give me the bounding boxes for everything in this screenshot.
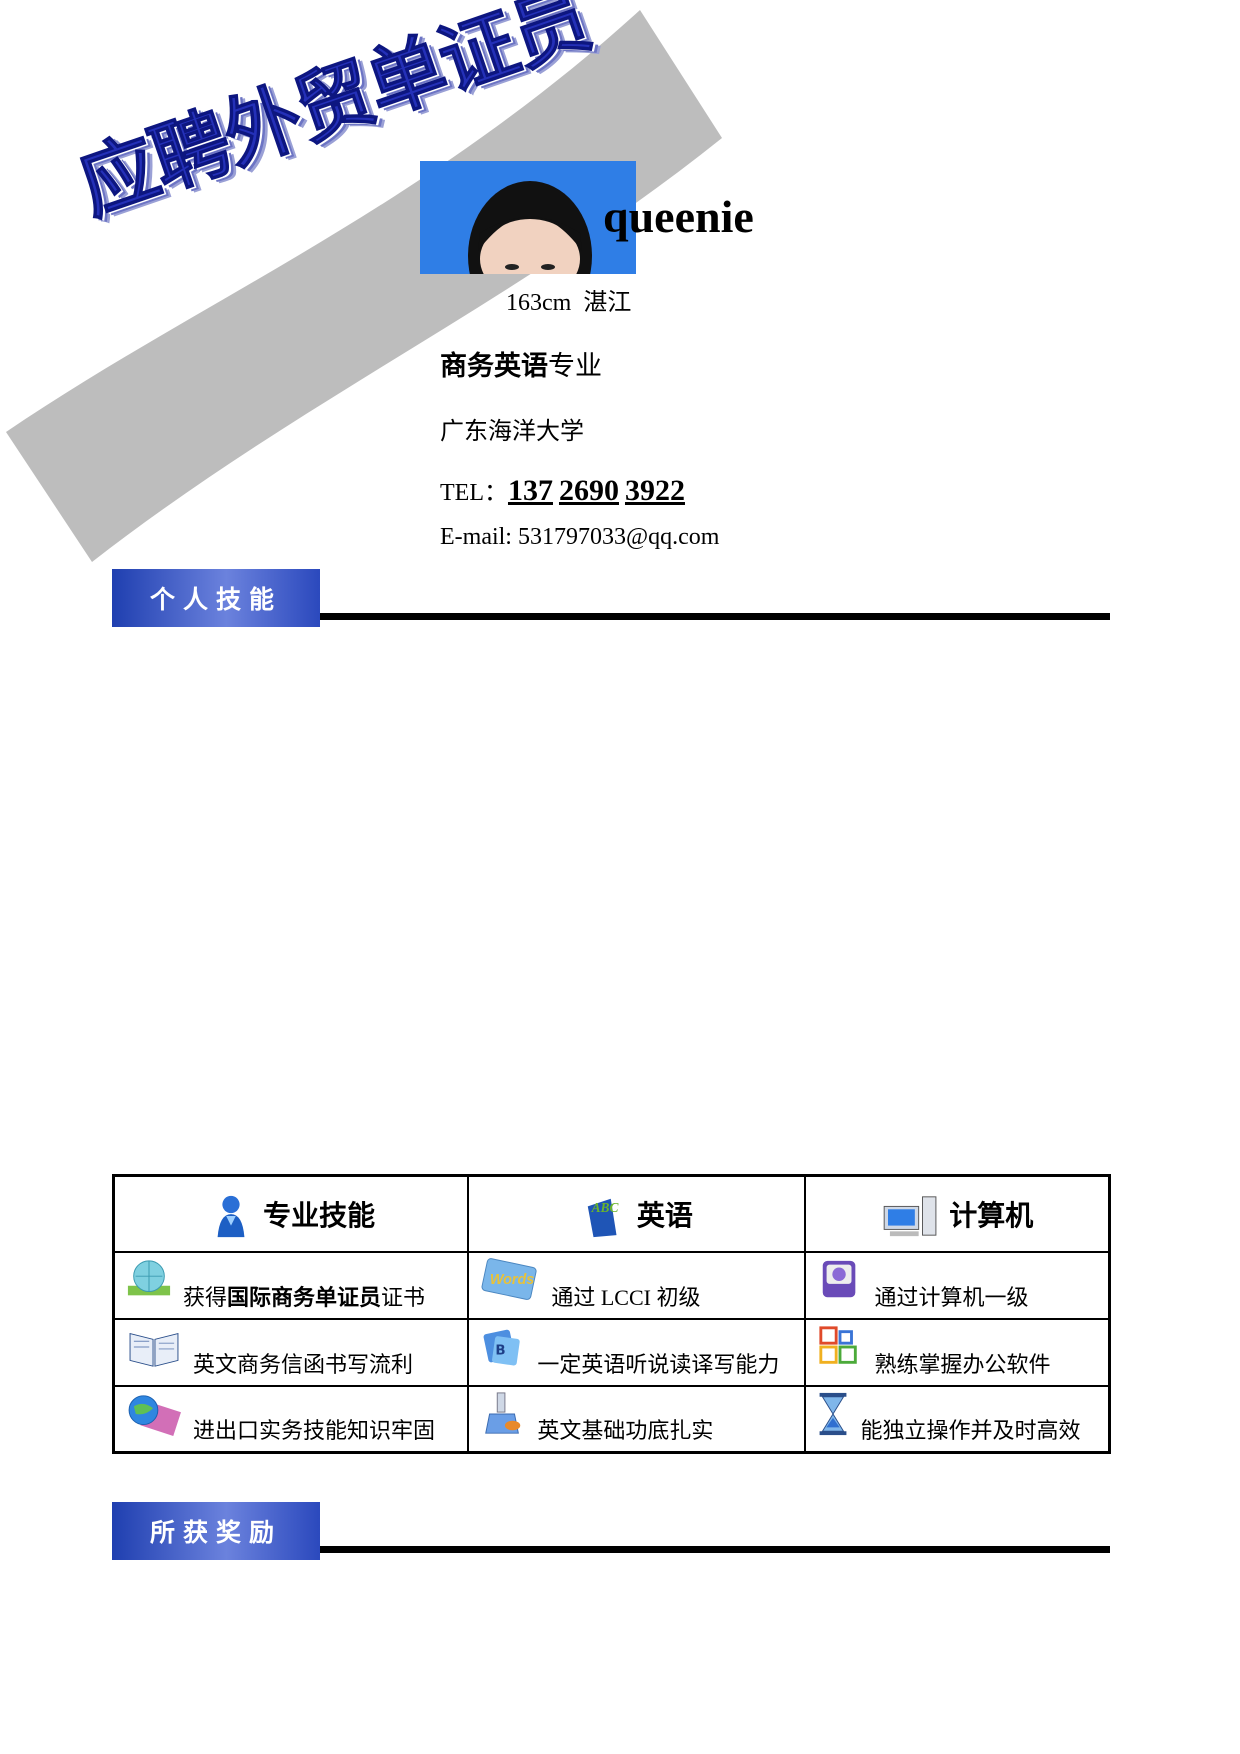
major-line: 商务英语专业 — [440, 344, 602, 383]
skill-text: 一定英语听说读译写能力 — [537, 1352, 780, 1378]
office-icon — [819, 1325, 858, 1364]
skill-cell: 英文基础功底扎实 — [467, 1384, 807, 1454]
skill-text: 证书 — [381, 1285, 426, 1311]
section-divider — [320, 613, 1110, 620]
globe-icon — [127, 1259, 171, 1295]
skill-text: 能独立操作并及时高效 — [860, 1419, 1081, 1444]
header-label: 英语 — [636, 1198, 693, 1232]
skill-text: 获得 — [183, 1285, 228, 1311]
hometown-value: 湛江 — [583, 288, 632, 316]
school-name: 广东海洋大学 — [440, 417, 584, 445]
words-icon: Words — [481, 1257, 537, 1300]
svg-text:B: B — [496, 1343, 506, 1358]
abc-book-icon: ABC — [587, 1198, 619, 1237]
skill-cell: 熟练掌握办公软件 — [804, 1317, 1111, 1387]
diagonal-banner — [6, 10, 722, 562]
phone-line: TEL：137 2690 3922 — [440, 472, 685, 508]
section-heading-skills: 个人技能 — [112, 569, 320, 627]
email-line[interactable]: E-mail: 531797033@qq.com — [440, 524, 720, 550]
phone-part[interactable]: 137 — [507, 474, 553, 507]
media-icon — [823, 1260, 856, 1297]
basic-info: 163cm 湛江 — [440, 282, 631, 317]
skill-cell: 英文商务信函书写流利 — [112, 1317, 470, 1387]
skill-cell: 能独立操作并及时高效 — [804, 1384, 1111, 1454]
major-bold: 商务英语 — [440, 351, 548, 382]
flask-icon — [485, 1391, 521, 1434]
skill-cell: 通过计算机一级 — [804, 1250, 1111, 1320]
tel-label: TEL： — [440, 480, 508, 506]
books-icon: B — [483, 1329, 521, 1365]
skill-text-bold: 国际商务单证员 — [227, 1285, 382, 1311]
height-value: 163cm — [506, 290, 572, 316]
svg-text:ABC: ABC — [590, 1200, 619, 1215]
phone-part[interactable]: 2690 — [558, 474, 619, 507]
candidate-name: queenie — [603, 191, 754, 242]
svg-text:Words: Words — [490, 1271, 534, 1287]
header-label: 计算机 — [949, 1198, 1034, 1232]
skill-text: 进出口实务技能知识牢固 — [193, 1419, 436, 1444]
header-cell-english: ABC 英语 — [467, 1174, 807, 1253]
major-suffix: 专业 — [548, 351, 602, 382]
section-divider — [320, 1546, 1110, 1553]
phone-part[interactable]: 3922 — [624, 474, 685, 507]
earth-book-icon — [128, 1394, 181, 1436]
header-cell-computer: 计算机 — [804, 1174, 1111, 1253]
open-book-icon — [129, 1332, 179, 1367]
section-heading-awards: 所获奖励 — [112, 1502, 320, 1560]
header-label: 专业技能 — [263, 1198, 376, 1232]
skill-cell: B 一定英语听说读译写能力 — [467, 1317, 807, 1387]
skills-table: 专业技能 ABC 英语 计算机 — [112, 1174, 1111, 1454]
skill-text: 通过 LCCI 初级 — [551, 1284, 701, 1310]
skill-cell: 进出口实务技能知识牢固 — [112, 1384, 470, 1454]
profile-photo — [420, 161, 636, 274]
skill-text: 英文基础功底扎实 — [537, 1419, 714, 1444]
computer-icon — [883, 1196, 937, 1236]
skill-text: 英文商务信函书写流利 — [193, 1352, 414, 1378]
header-cell-professional: 专业技能 — [112, 1174, 470, 1253]
skill-cell: Words 通过 LCCI 初级 — [467, 1250, 807, 1320]
skill-text: 熟练掌握办公软件 — [874, 1352, 1051, 1378]
skill-cell: 获得国际商务单证员证书 — [112, 1250, 470, 1320]
person-icon — [217, 1195, 245, 1237]
hourglass-icon — [820, 1392, 847, 1435]
skill-text: 通过计算机一级 — [874, 1285, 1029, 1311]
